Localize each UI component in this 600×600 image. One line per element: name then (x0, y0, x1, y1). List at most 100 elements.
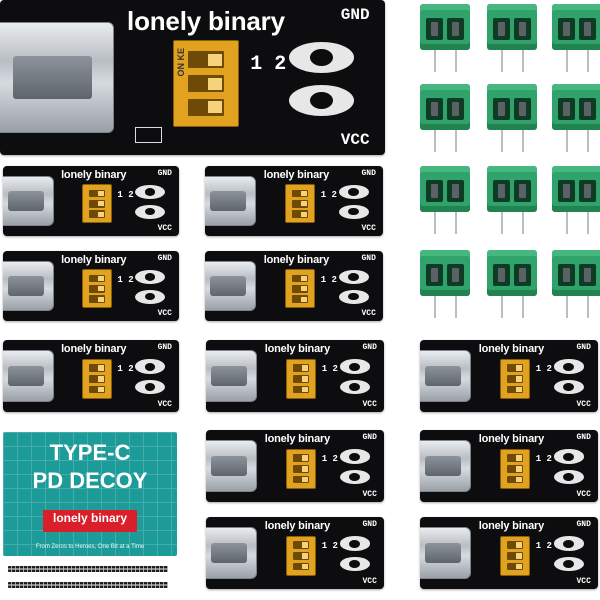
usb-c-connector (3, 350, 54, 402)
usb-c-connector (3, 175, 54, 227)
solder-pad (338, 269, 369, 284)
gnd-label: GND (340, 6, 370, 25)
dip-switch (500, 535, 531, 577)
pd-decoy-board: lonely binary GND VCC 1 2 3 (420, 517, 598, 589)
pd-decoy-board: lonely binary GND VCC 1 2 3 (420, 340, 598, 412)
gnd-label: GND (361, 253, 376, 263)
vcc-label: VCC (576, 400, 591, 410)
dip-switch: ON KE (173, 40, 239, 128)
solder-pad (135, 184, 165, 199)
dip-switch (286, 448, 317, 490)
solder-pad (135, 379, 165, 394)
usb-c-connector (206, 527, 258, 579)
gnd-label: GND (362, 432, 377, 442)
gnd-label: GND (362, 519, 377, 529)
pd-decoy-board: lonely binary GND VCC 1 2 3 (3, 166, 179, 236)
screw-terminal-block (552, 250, 600, 318)
package-pattern (3, 432, 177, 556)
screw-terminal-block (420, 84, 470, 152)
pd-decoy-board: lonely binary GND VCC 1 2 3 (3, 251, 179, 321)
pd-decoy-board: lonely binary GND VCC 1 2 3 (3, 340, 179, 412)
dip-switch (285, 184, 316, 224)
dip-switch (82, 358, 113, 400)
solder-pad (135, 204, 165, 219)
package-title-line2: PD DECOY (32, 468, 148, 493)
dip-switch (285, 269, 316, 309)
screw-terminal-block (487, 4, 537, 72)
pd-decoy-board-large: lonely binary GND VCC ON KE 1 2 3 (0, 0, 385, 155)
vcc-label: VCC (576, 577, 591, 587)
gnd-label: GND (157, 253, 172, 263)
usb-c-connector (206, 440, 258, 492)
solder-pad (338, 204, 369, 219)
package-tagline: From Zeros to Heroes, One Bit at a Time (35, 544, 145, 550)
dip-on-label: ON KE (175, 48, 186, 77)
pd-decoy-board: lonely binary GND VCC 1 2 3 (206, 340, 384, 412)
usb-c-connector (420, 350, 472, 402)
solder-pad (553, 536, 584, 551)
solder-pad (135, 359, 165, 374)
vcc-label: VCC (157, 400, 172, 410)
solder-pad (338, 289, 369, 304)
gnd-label: GND (157, 168, 172, 178)
vcc-label: VCC (361, 224, 376, 234)
gnd-label: GND (361, 168, 376, 178)
switch-numbers: 1 2 3 (320, 189, 348, 200)
solder-pad (553, 469, 584, 484)
board-brand: lonely binary (61, 342, 127, 355)
board-brand: lonely binary (478, 519, 544, 532)
switch-numbers: 1 2 3 (535, 364, 563, 375)
switch-numbers: 1 2 3 (117, 364, 145, 375)
switch-numbers: 1 2 3 (117, 189, 145, 200)
board-brand: lonely binary (264, 519, 330, 532)
board-brand: lonely binary (264, 432, 330, 445)
dip-switch (286, 358, 317, 400)
dip-switch (500, 358, 531, 400)
solder-pad (339, 556, 370, 571)
pd-decoy-board: lonely binary GND VCC 1 2 3 (205, 251, 383, 321)
vcc-label: VCC (576, 490, 591, 500)
dip-switch (286, 535, 317, 577)
solder-pad (135, 269, 165, 284)
package-title-line1: TYPE-C (49, 440, 131, 465)
switch-numbers: 1 2 3 (320, 274, 348, 285)
solder-pad (553, 556, 584, 571)
board-brand: lonely binary (478, 342, 544, 355)
board-brand: lonely binary (264, 342, 330, 355)
switch-numbers: 1 2 3 (321, 454, 349, 465)
usb-c-connector (420, 440, 472, 492)
usb-c-connector (206, 350, 258, 402)
screw-terminal-block (420, 166, 470, 234)
usb-c-connector (3, 260, 54, 312)
switch-numbers: 1 2 3 (535, 454, 563, 465)
screw-terminal-block (552, 84, 600, 152)
screw-terminal-block (487, 166, 537, 234)
product-package: TYPE-C PD DECOY lonely binary From Zeros… (3, 432, 177, 556)
screw-terminal-block (420, 250, 470, 318)
solder-pad (135, 289, 165, 304)
screw-terminal-block (487, 84, 537, 152)
screw-terminal-block (552, 166, 600, 234)
board-brand: lonely binary (263, 168, 329, 181)
screw-terminal-block (487, 250, 537, 318)
board-brand: lonely binary (61, 168, 127, 181)
solder-pad (339, 536, 370, 551)
screw-terminal-block (420, 4, 470, 72)
vcc-label: VCC (157, 309, 172, 319)
usb-c-connector (420, 527, 472, 579)
screw-terminal-block (552, 4, 600, 72)
pd-decoy-board: lonely binary GND VCC 1 2 3 (206, 430, 384, 502)
pd-decoy-board: lonely binary GND VCC 1 2 3 (205, 166, 383, 236)
gnd-label: GND (576, 432, 591, 442)
vcc-label: VCC (362, 400, 377, 410)
solder-pad (553, 359, 584, 374)
pd-decoy-board: lonely binary GND VCC 1 2 3 (420, 430, 598, 502)
solder-pad (553, 449, 584, 464)
usb-c-connector (205, 260, 257, 312)
vcc-label: VCC (340, 130, 370, 149)
gnd-label: GND (157, 342, 172, 352)
board-brand: lonely binary (478, 432, 544, 445)
led (134, 127, 162, 143)
gnd-label: GND (362, 342, 377, 352)
usb-c-connector (205, 175, 257, 227)
